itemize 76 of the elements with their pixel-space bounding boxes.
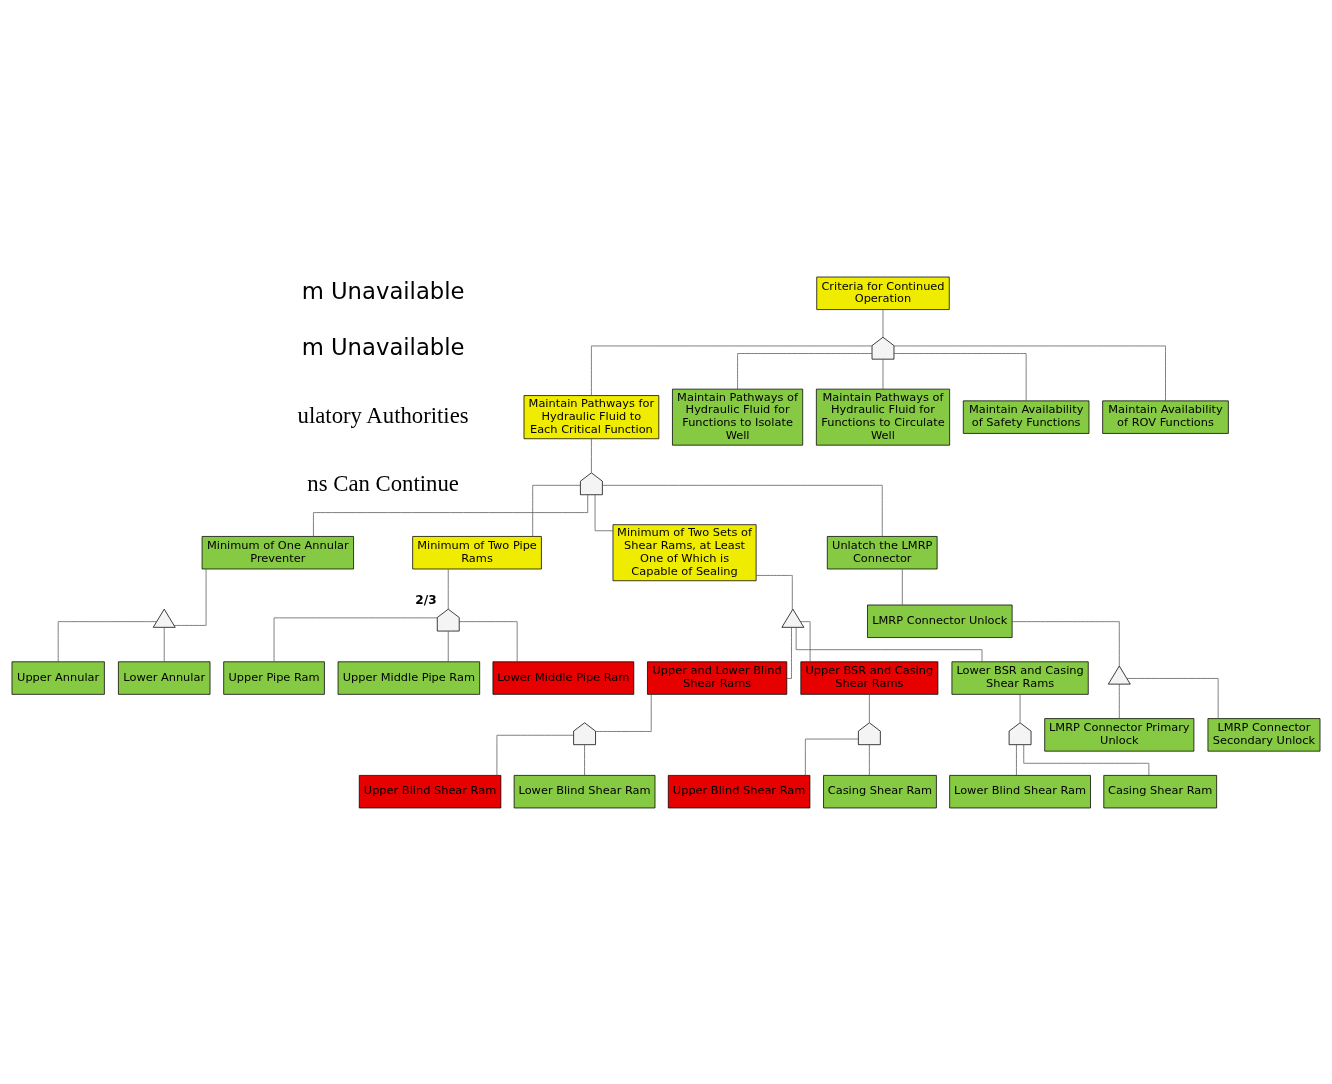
connector bbox=[882, 308, 884, 338]
connector bbox=[795, 626, 983, 662]
node-box: Lower Annular bbox=[118, 660, 211, 695]
node-box: Upper Middle Pipe Ram bbox=[337, 660, 481, 695]
node-and-gate bbox=[573, 721, 596, 745]
node-box: Criteria for Continued Operation bbox=[816, 276, 950, 310]
node-and-gate bbox=[436, 608, 460, 631]
connector bbox=[447, 630, 449, 662]
connector bbox=[1019, 693, 1021, 723]
node-label: 2/3 bbox=[415, 592, 437, 607]
connector bbox=[901, 568, 903, 605]
connector bbox=[57, 620, 157, 662]
connector bbox=[800, 620, 811, 662]
connector bbox=[737, 352, 873, 389]
connector bbox=[163, 626, 165, 662]
connector bbox=[1011, 620, 1120, 666]
connector bbox=[1016, 743, 1017, 776]
node-or-gate bbox=[1107, 665, 1131, 684]
connector bbox=[882, 358, 884, 389]
node-box: Casing Shear Ram bbox=[823, 774, 937, 808]
connector bbox=[805, 738, 859, 776]
connector bbox=[447, 568, 449, 609]
label: m Unavailable bbox=[301, 277, 465, 304]
node-box: Minimum of Two Sets of Shear Rams, at Least One of Which is Capable of Sealing bbox=[612, 523, 757, 581]
node-box: Lower Middle Pipe Ram bbox=[492, 660, 635, 695]
node-and-gate bbox=[1008, 721, 1032, 745]
node-box: Maintain Pathways for Hydraulic Fluid to Each Critical Function bbox=[523, 394, 660, 439]
connector bbox=[584, 743, 585, 776]
label: ns Can Continue bbox=[307, 470, 459, 496]
connector bbox=[602, 484, 883, 537]
node-box: Upper Pipe Ram bbox=[223, 660, 325, 695]
connector bbox=[756, 574, 793, 610]
label: ulatory Authorities bbox=[297, 402, 469, 428]
node-box: Upper and Lower Blind Shear Rams bbox=[647, 660, 788, 695]
node-box: Minimum of Two Pipe Rams bbox=[412, 535, 542, 569]
node-box: Minimum of One Annular Preventer bbox=[201, 535, 354, 569]
connector bbox=[532, 484, 581, 537]
node-box: Upper Blind Shear Ram bbox=[358, 774, 502, 808]
node-box: Maintain Availability of Safety Functions bbox=[962, 400, 1090, 434]
node-or-gate bbox=[781, 608, 805, 628]
connector bbox=[591, 438, 592, 473]
node-box: Maintain Pathways of Hydraulic Fluid for Functions to Circulate Well bbox=[815, 388, 951, 446]
node-and-gate bbox=[580, 471, 603, 495]
node-box: Upper Annular bbox=[11, 660, 105, 695]
connector bbox=[173, 568, 207, 626]
connector bbox=[595, 693, 652, 732]
label: m Unavailable bbox=[301, 333, 465, 360]
node-box: Lower Blind Shear Ram bbox=[513, 774, 656, 808]
connector bbox=[458, 620, 518, 662]
connector bbox=[786, 626, 792, 679]
node-box: Maintain Availability of ROV Functions bbox=[1102, 400, 1229, 434]
node-and-gate bbox=[858, 721, 881, 745]
node-box: LMRP Connector Primary Unlock bbox=[1044, 717, 1195, 752]
connector bbox=[893, 352, 1027, 401]
connector bbox=[869, 743, 870, 776]
connector bbox=[591, 345, 873, 396]
node-and-gate bbox=[871, 336, 895, 360]
connector bbox=[1118, 683, 1120, 719]
connector bbox=[1023, 743, 1150, 776]
node-box: Lower BSR and Casing Shear Rams bbox=[951, 660, 1089, 695]
node-or-gate bbox=[152, 608, 176, 628]
node-box: Maintain Pathways of Hydraulic Fluid for Functions to Isolate Well bbox=[672, 388, 804, 446]
connector bbox=[1126, 677, 1219, 719]
connector bbox=[273, 617, 438, 662]
connector bbox=[594, 494, 614, 531]
node-box: Casing Shear Ram bbox=[1103, 774, 1217, 808]
connector bbox=[893, 345, 1166, 401]
node-box: LMRP Connector Unlock bbox=[867, 604, 1013, 638]
node-box: Lower Blind Shear Ram bbox=[949, 774, 1091, 808]
connector bbox=[869, 693, 870, 723]
connector bbox=[313, 494, 589, 537]
connector bbox=[496, 734, 574, 776]
node-box: LMRP Connector Secondary Unlock bbox=[1207, 717, 1321, 752]
node-box: Unlatch the LMRP Connector bbox=[826, 535, 938, 569]
node-box: Upper Blind Shear Ram bbox=[667, 774, 811, 808]
node-box: Upper BSR and Casing Shear Rams bbox=[800, 660, 939, 695]
